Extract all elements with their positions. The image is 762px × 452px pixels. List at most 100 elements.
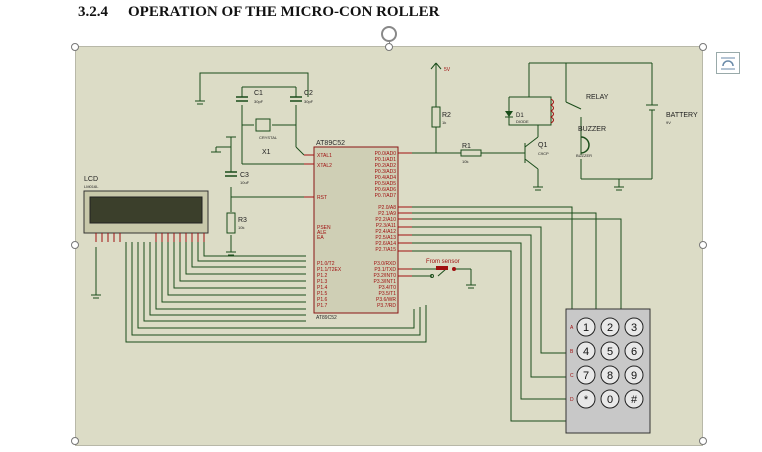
mcu-pins-p0: P0.0/AD0P0.1/AD1P0.2/AD2P0.3/AD3P0.4/AD4… <box>375 151 397 199</box>
keypad-row-label: B <box>570 349 574 355</box>
keypad-key[interactable]: * <box>576 389 596 409</box>
c1-value: 30pF <box>254 99 264 104</box>
keypad-key-label: 9 <box>631 370 637 382</box>
c2-value: 30pF <box>304 99 314 104</box>
c1-label: C1 <box>254 90 263 97</box>
c3-value: 10uF <box>240 180 250 185</box>
keypad-key[interactable]: 8 <box>600 365 620 385</box>
keypad-key-label: 2 <box>607 322 613 334</box>
mcu-pin-label: P0.2/AD2 <box>375 163 397 169</box>
keypad-key[interactable]: 1 <box>576 317 596 337</box>
resize-handle-bottom-left[interactable] <box>71 437 79 445</box>
mcu-pin-label: P2.3/A11 <box>376 223 396 229</box>
c3-label: C3 <box>240 172 249 179</box>
supply-label: 5V <box>444 67 451 73</box>
q1-value: C9CP <box>538 151 549 156</box>
lcd-pin-row <box>95 233 205 242</box>
keypad-key[interactable]: 9 <box>624 365 644 385</box>
resize-handle-top-left[interactable] <box>71 43 79 51</box>
keypad-key[interactable]: 3 <box>624 317 644 337</box>
c2-label: C2 <box>304 90 313 97</box>
buzzer-value: BUZZER <box>576 153 592 158</box>
mcu-name: AT89C52 <box>316 140 345 147</box>
mcu-pin-label: P2.2/A10 <box>375 217 396 223</box>
mcu-pin-label: P2.5/A13 <box>375 235 396 241</box>
mcu-pin-label: P3.7/RD <box>377 303 396 309</box>
keypad-key-label: 3 <box>631 322 637 334</box>
mcu-pin-label: P1.5 <box>317 291 328 297</box>
mcu-pin-label: PSEN <box>317 225 331 231</box>
mcu-pin-label: P1.1/T2EX <box>317 267 342 273</box>
mcu-pin-label: P3.4/T0 <box>378 285 396 291</box>
resize-handle-top-right[interactable] <box>699 43 707 51</box>
keypad-key-label: 4 <box>583 346 589 358</box>
keypad-row-label: D <box>570 397 574 403</box>
r2-value: 1k <box>442 120 446 125</box>
mcu-pin-label: P2.7/A15 <box>375 247 396 253</box>
mcu-pin-label: P1.4 <box>317 285 328 291</box>
mcu-pin-label: P3.0/RXD <box>374 261 397 267</box>
crystal-label: X1 <box>262 149 271 156</box>
layout-options-button[interactable] <box>716 52 740 74</box>
mcu-pin-label: ALE <box>317 230 327 236</box>
keypad-key[interactable]: # <box>624 389 644 409</box>
keypad-key-label: 1 <box>583 322 589 334</box>
mcu-pin-label: P1.7 <box>317 303 328 309</box>
mcu-pins-p3: P3.0/RXDP3.1/TXDP3.2/INT0P3.3/INT1P3.4/T… <box>373 261 396 309</box>
resize-handle-bottom-right[interactable] <box>699 437 707 445</box>
mcu-pin-label: P0.5/AD5 <box>375 181 397 187</box>
mcu-pin-label: P2.4/A12 <box>375 229 396 235</box>
keypad-key[interactable]: 5 <box>600 341 620 361</box>
buzzer-label: BUZZER <box>578 126 606 133</box>
battery-label: BATTERY <box>666 112 698 119</box>
resize-handle-top-center[interactable] <box>385 43 393 51</box>
relay-label: RELAY <box>586 94 609 101</box>
keypad-key[interactable]: 0 <box>600 389 620 409</box>
r1-label: R1 <box>462 143 471 150</box>
mcu-pin-label: P3.5/T1 <box>378 291 396 297</box>
mcu-pin-label: P0.1/AD1 <box>375 157 397 163</box>
mcu-pin-label: P0.3/AD3 <box>375 169 397 175</box>
keypad-key-label: # <box>631 394 638 406</box>
section-number: 3.2.4 <box>78 4 108 20</box>
mcu-pin-label: P0.7/AD7 <box>375 193 397 199</box>
resize-handle-mid-left[interactable] <box>71 241 79 249</box>
mcu-pin-label: P3.2/INT0 <box>373 273 396 279</box>
keypad-key[interactable]: 6 <box>624 341 644 361</box>
mcu-pin-label: P0.4/AD4 <box>375 175 397 181</box>
keypad-key[interactable]: 4 <box>576 341 596 361</box>
mcu-pin-label: P3.3/INT1 <box>373 279 396 285</box>
resize-handle-mid-right[interactable] <box>699 241 707 249</box>
mcu-pin-label: P0.6/AD6 <box>375 187 397 193</box>
keypad-key-label: 7 <box>583 370 589 382</box>
keypad-row-label: C <box>570 373 574 379</box>
diode-value: DIODE <box>516 119 529 124</box>
rotate-handle-icon[interactable] <box>381 26 397 42</box>
mcu-pin-label: EA <box>317 235 324 241</box>
mcu-pin-label: P0.0/AD0 <box>375 151 397 157</box>
mcu-pin-label: P2.0/A8 <box>378 205 396 211</box>
keypad-row-label: A <box>570 325 574 331</box>
mcu-pin-label: P1.2 <box>317 273 328 279</box>
mcu-pin-label: P1.3 <box>317 279 328 285</box>
battery-value: 9V <box>666 120 671 125</box>
keypad-key[interactable]: 2 <box>600 317 620 337</box>
keypad-key-label: 0 <box>607 394 613 406</box>
keypad-key[interactable]: 7 <box>576 365 596 385</box>
layout-options-icon <box>721 57 735 70</box>
sensor-label: From sensor <box>426 259 460 265</box>
keypad-key-label: 5 <box>607 346 613 358</box>
mcu-part: AT89C52 <box>316 315 337 321</box>
mcu-pin-label: XTAL1 <box>317 153 332 159</box>
mcu-pin-label: RST <box>317 195 327 201</box>
crystal-value: CRYSTAL <box>259 135 278 140</box>
r3-value: 10k <box>238 225 244 230</box>
lcd-label: LCD <box>84 176 98 183</box>
